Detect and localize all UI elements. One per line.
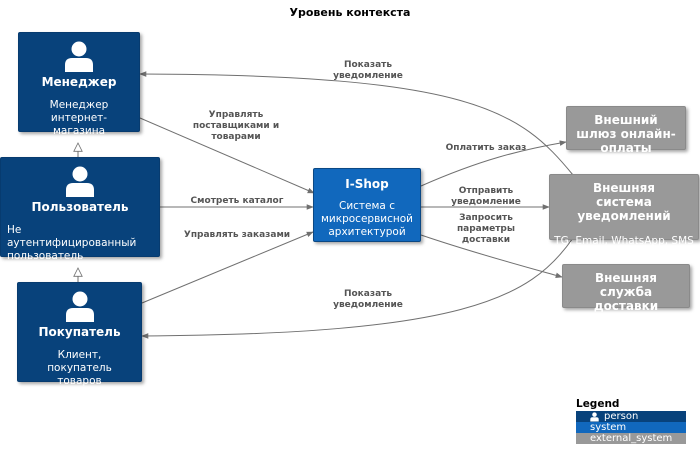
- label-notify-manager: Показать уведомление: [333, 60, 403, 81]
- edge-manage-orders: [141, 231, 314, 304]
- label-request-delivery: Запросить параметры доставки: [456, 213, 516, 245]
- legend-title: Legend: [576, 398, 620, 410]
- person-icon: [590, 412, 599, 422]
- edge-notify-buyer: [141, 237, 574, 339]
- user-node: Пользователь Не аутентифицированный поль…: [0, 157, 160, 262]
- notify-node: Внешняя система уведомлений TG, Email, W…: [549, 174, 699, 247]
- person-icon: [65, 291, 94, 322]
- user-name: Пользователь: [31, 200, 129, 214]
- legend-item-system: system: [576, 422, 686, 433]
- ishop-name: I-Shop: [345, 177, 389, 191]
- manager-name: Менеджер: [41, 75, 117, 89]
- delivery-node: Внешняя служба доставки: [562, 264, 690, 313]
- diagram-title: Уровень контекста: [289, 6, 411, 19]
- payment-node: Внешний шлюз онлайн-оплаты: [566, 106, 686, 155]
- legend: Legend person system external_system: [576, 398, 686, 444]
- ishop-node: I-Shop Система с микросервисной архитект…: [313, 168, 421, 242]
- notify-name: Внешняя система уведомлений: [577, 181, 671, 223]
- legend-label-person: person: [604, 411, 639, 422]
- manager-desc: Менеджер интернет-магазина: [49, 99, 109, 137]
- delivery-name: Внешняя служба доставки: [593, 271, 659, 313]
- label-manage-orders: Управлять заказами: [183, 230, 291, 240]
- buyer-node: Покупатель Клиент, покупатель товаров: [17, 282, 142, 387]
- edge-request-delivery: [420, 234, 563, 278]
- legend-label-system: system: [590, 422, 627, 433]
- legend-item-external: external_system: [576, 433, 686, 444]
- legend-label-external: external_system: [590, 433, 673, 444]
- user-desc: Не аутентифицированный пользователь: [7, 224, 137, 262]
- edge-pay-order: [420, 140, 567, 187]
- label-view-catalog: Смотреть каталог: [190, 196, 284, 206]
- person-icon: [66, 166, 94, 197]
- edge-manage-suppliers: [139, 117, 315, 194]
- payment-name: Внешний шлюз онлайн-оплаты: [576, 113, 676, 155]
- label-notify-buyer: Показать уведомление: [333, 289, 403, 310]
- label-manage-suppliers: Управлять поставщиками и товарами: [192, 110, 280, 142]
- manager-node: Менеджер Менеджер интернет-магазина: [18, 32, 140, 137]
- label-pay-order: Оплатить заказ: [445, 143, 527, 153]
- notify-desc: TG, Email, WhatsApp, SMS: [554, 235, 694, 247]
- person-icon: [65, 41, 93, 72]
- legend-item-person: person: [576, 411, 686, 422]
- buyer-desc: Клиент, покупатель товаров: [47, 349, 112, 387]
- buyer-name: Покупатель: [38, 325, 121, 339]
- label-send-notification: Отправить уведомление: [451, 186, 521, 207]
- ishop-desc: Система с микросервисной архитектурой: [321, 200, 413, 238]
- edge-notify-manager: [139, 71, 574, 176]
